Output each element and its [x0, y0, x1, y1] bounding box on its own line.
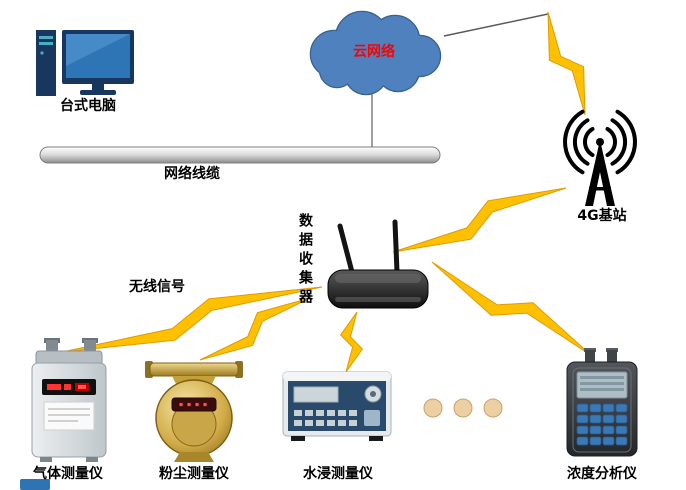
desktop-label: 台式电脑: [60, 98, 116, 114]
lightning-bolt: [61, 286, 323, 353]
water-meter-icon: [282, 371, 392, 441]
cloud-icon: [309, 10, 442, 96]
cable-label: 网络线缆: [164, 166, 220, 182]
lightning-bolt: [392, 187, 567, 253]
gas-meter-label: 气体测量仪: [33, 466, 103, 482]
water-meter-label: 水浸测量仪: [303, 466, 373, 482]
analyzer-icon: [566, 348, 638, 457]
cropped-artifact: [20, 479, 50, 490]
analyzer-label: 浓度分析仪: [567, 466, 637, 482]
router-antenna-right: [392, 219, 400, 275]
cloud-to-station-line: [443, 13, 549, 37]
lightning-bolt: [199, 297, 311, 361]
gas-meter-icon: [31, 338, 107, 462]
network-cable-bar: [39, 146, 441, 164]
base-station-icon: [563, 109, 637, 206]
wireless-signal-label: 无线信号: [129, 279, 185, 295]
lightning-bolt: [339, 311, 364, 373]
base-station-label: 4G基站: [577, 208, 627, 224]
dust-meter-icon: [145, 361, 243, 462]
router-antenna-left: [337, 223, 355, 275]
connector-lines: [371, 13, 549, 147]
data-collector-label: 数据收集器: [297, 213, 313, 308]
cloud-label: 云网络: [353, 44, 395, 60]
lightning-bolt: [431, 261, 593, 357]
ellipsis-dots: [423, 398, 503, 418]
lightning-bolt: [547, 11, 586, 116]
router-icon: [327, 219, 429, 309]
desktop-computer-icon: [36, 30, 134, 96]
dust-meter-label: 粉尘测量仪: [159, 466, 229, 482]
